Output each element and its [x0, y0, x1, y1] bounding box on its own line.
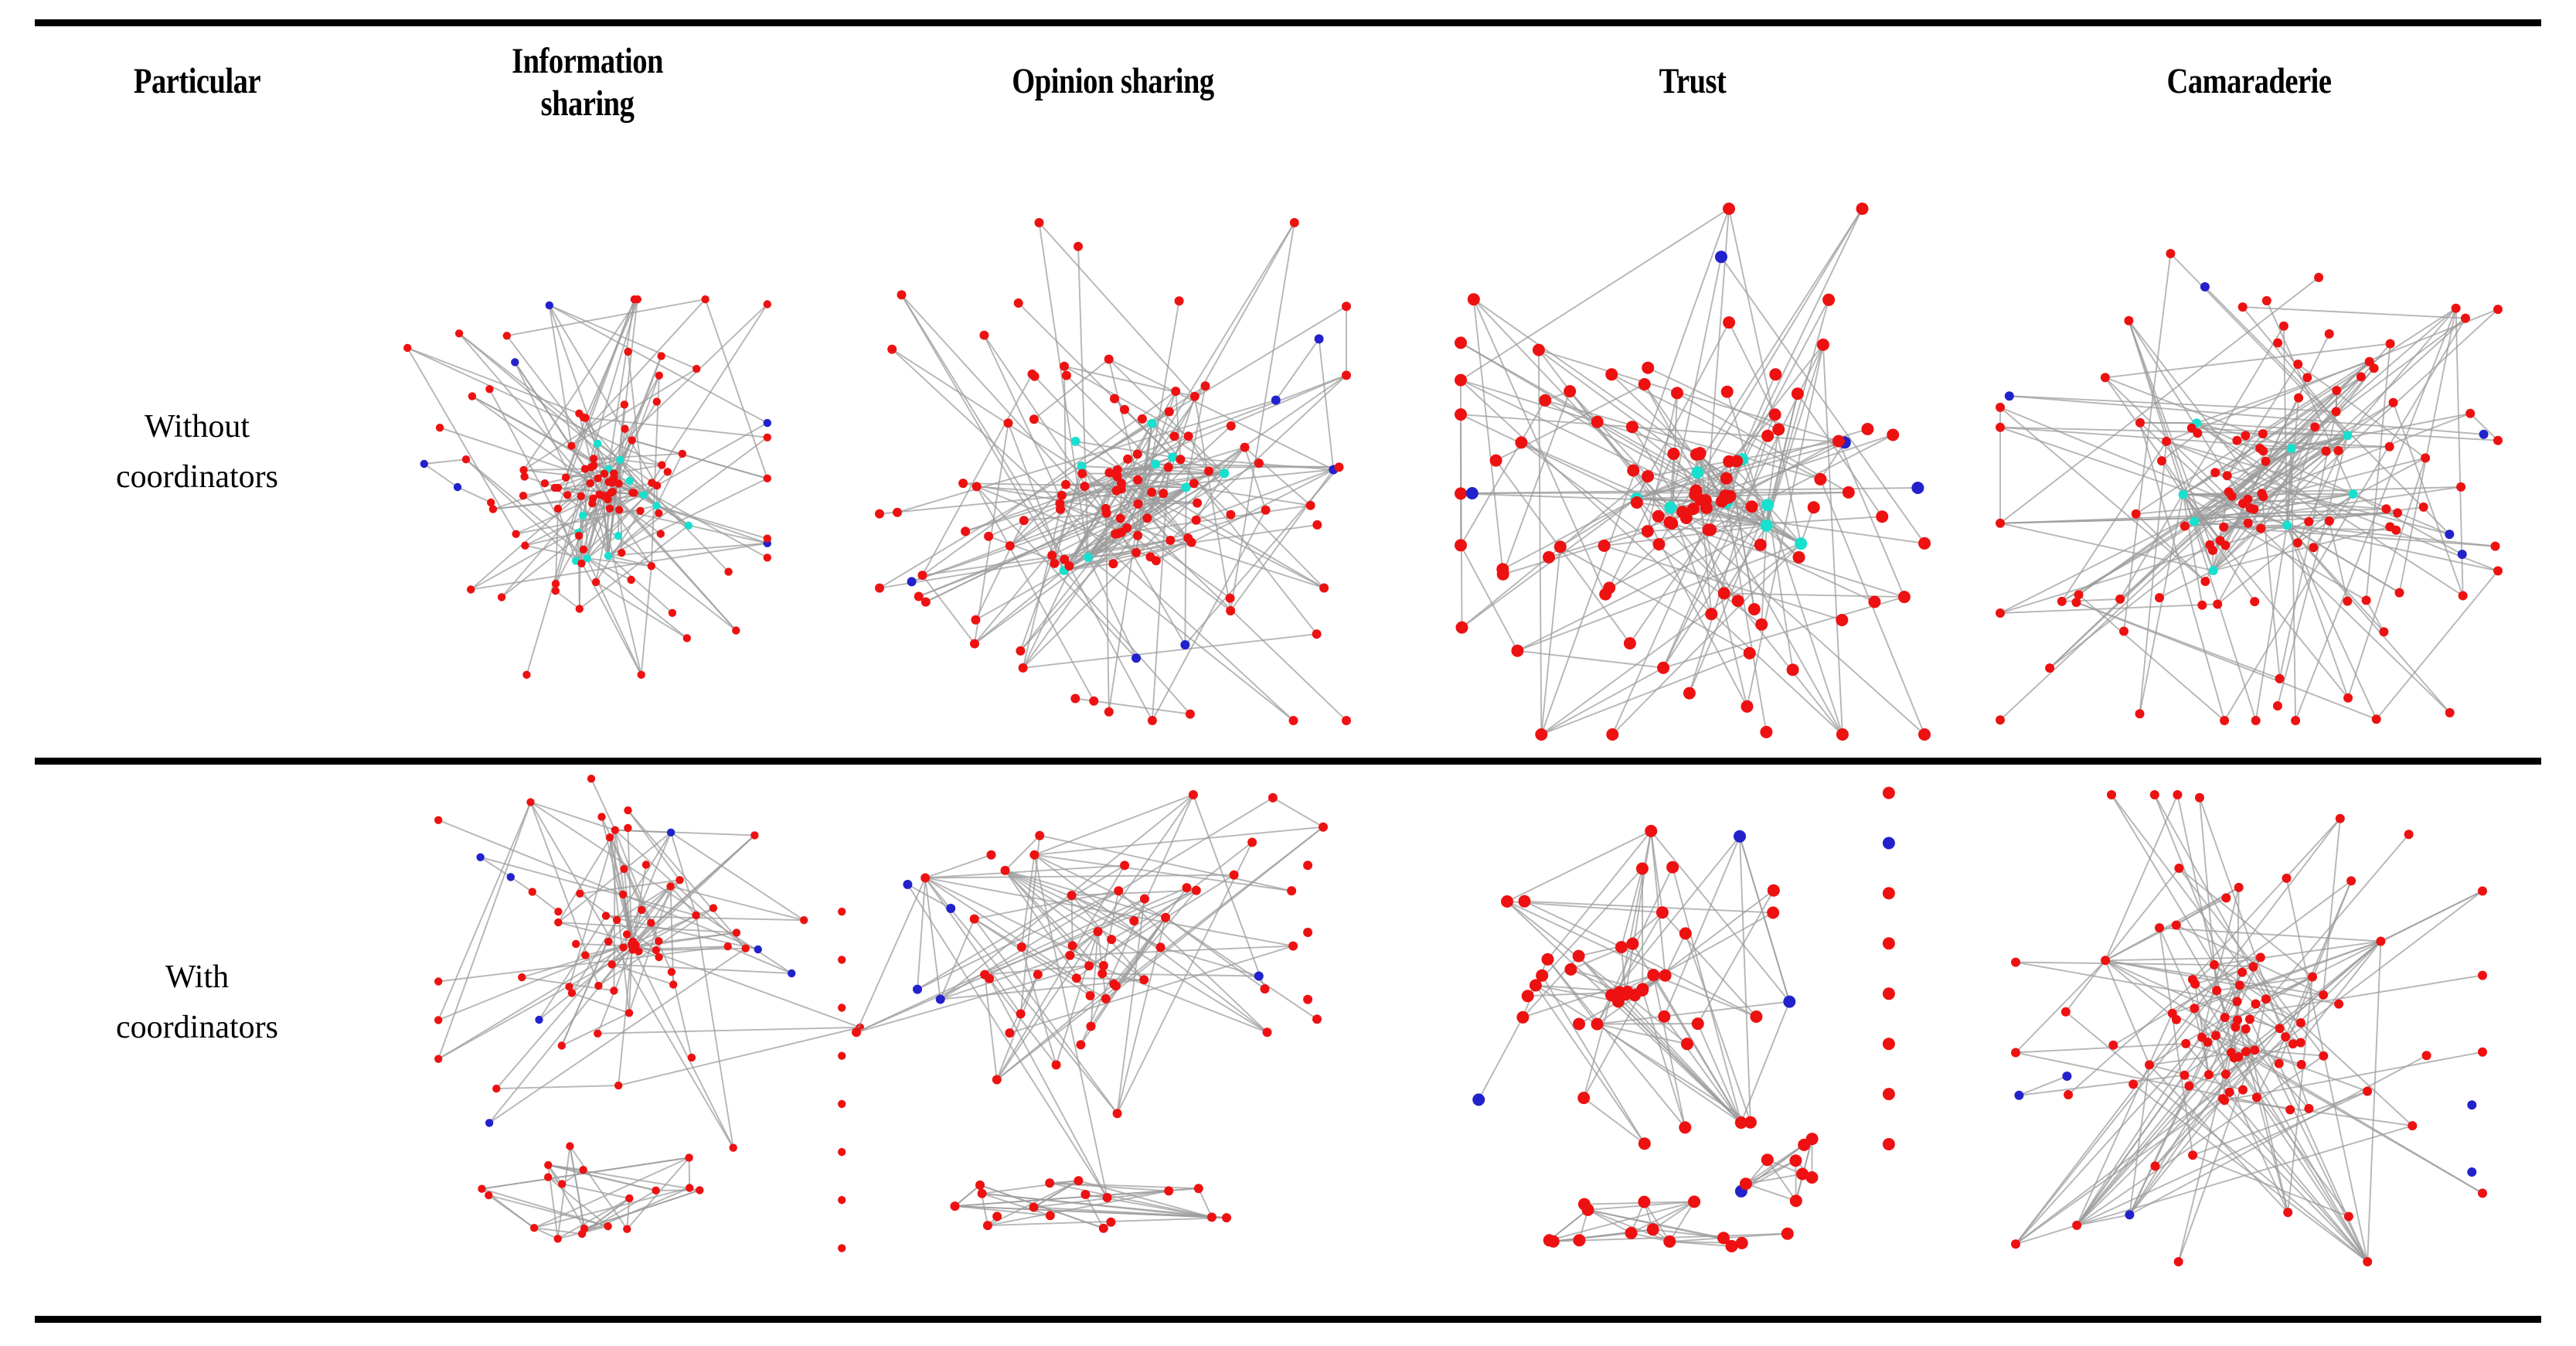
- graph-with-coordinators-trust: [1461, 773, 1909, 1268]
- graph-with-coordinators-information-sharing: [433, 773, 866, 1268]
- edge-layer: [437, 778, 861, 1240]
- node-layer: [852, 790, 1328, 1233]
- edge-layer: [856, 794, 1324, 1229]
- node-layer: [434, 775, 864, 1252]
- row-label-without-coordinators: Without coordinators: [116, 409, 278, 496]
- node-layer: [403, 295, 771, 679]
- table-rule-top: [35, 19, 2541, 26]
- table-rule-middle: [35, 758, 2541, 765]
- graph-without-coordinators-information-sharing: [402, 294, 773, 680]
- edge-layer: [1999, 253, 2499, 721]
- graph-with-coordinators-camaraderie: [2009, 789, 2489, 1268]
- column-header-information-sharing: Information sharing: [512, 40, 663, 124]
- column-header-trust: Trust: [1659, 61, 1727, 102]
- column-header-opinion-sharing: Opinion sharing: [1012, 61, 1214, 102]
- node-layer: [1455, 203, 1931, 741]
- row-label-with-coordinators: With coordinators: [116, 959, 278, 1046]
- graph-without-coordinators-opinion-sharing: [873, 216, 1353, 727]
- graph-without-coordinators-camaraderie: [1994, 247, 2504, 727]
- table-rule-bottom: [35, 1316, 2541, 1323]
- column-header-particular: Particular: [133, 61, 261, 102]
- graph-with-coordinators-opinion-sharing: [850, 789, 1329, 1268]
- edge-layer: [1478, 830, 1813, 1247]
- graph-without-coordinators-trust: [1453, 201, 1932, 742]
- column-header-camaraderie: Camaraderie: [2166, 61, 2332, 102]
- edge-layer: [879, 222, 1347, 721]
- node-layer: [1472, 786, 1895, 1252]
- node-layer: [1996, 249, 2503, 725]
- node-layer: [875, 218, 1351, 725]
- node-layer: [2011, 790, 2487, 1266]
